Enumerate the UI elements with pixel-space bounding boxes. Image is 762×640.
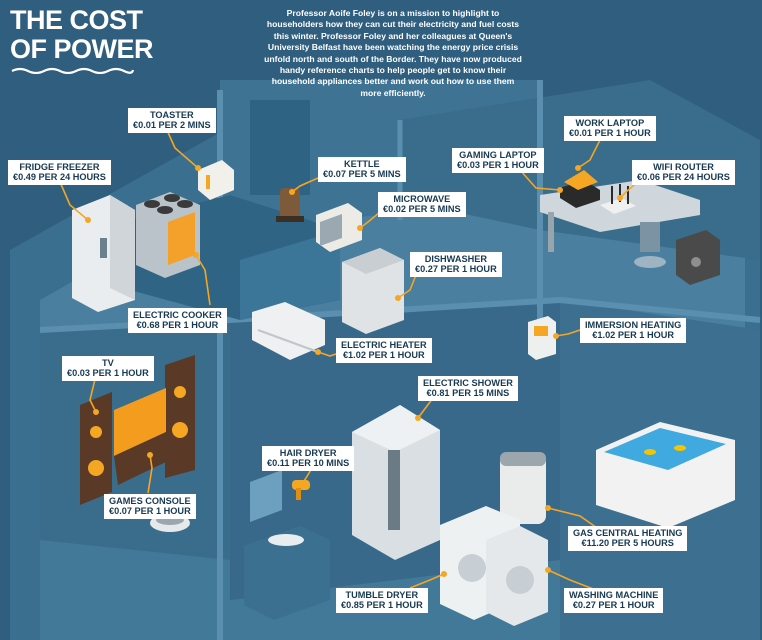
label-microwave-name: MICROWAVE [393, 194, 451, 204]
label-work-laptop-name: WORK LAPTOP [575, 118, 645, 128]
label-immersion-heating: IMMERSION HEATING €1.02 PER 1 HOUR [580, 318, 687, 343]
label-tumble-dryer-cost: €0.85 PER 1 HOUR [341, 600, 423, 611]
page-title: THE COST OF POWER [10, 5, 154, 64]
label-hair-dryer-name: HAIR DRYER [279, 448, 337, 458]
label-games-console-cost: €0.07 PER 1 HOUR [109, 506, 191, 517]
label-kettle-cost: €0.07 PER 5 MINS [323, 169, 401, 180]
label-tv-name: TV [101, 358, 114, 368]
dishwasher-illustration [342, 248, 404, 334]
label-washing-machine-cost: €0.27 PER 1 HOUR [572, 600, 655, 611]
electric-cooker-illustration [136, 192, 200, 278]
boiler-illustration [500, 452, 546, 524]
label-electric-heater-cost: €1.02 PER 1 HOUR [342, 350, 425, 361]
label-gaming-laptop-cost: €0.03 PER 1 HOUR [457, 160, 539, 171]
label-gaming-laptop: GAMING LAPTOP €0.03 PER 1 HOUR [452, 148, 544, 173]
kettle-illustration [276, 188, 304, 222]
tv-illustration [80, 355, 195, 505]
fridge-freezer-illustration [72, 195, 135, 312]
label-microwave-cost: €0.02 PER 5 MINS [383, 204, 461, 215]
label-wifi-router: WIFI ROUTER €0.06 PER 24 HOURS [632, 160, 735, 185]
label-electric-cooker-cost: €0.68 PER 1 HOUR [136, 320, 219, 331]
label-electric-shower: ELECTRIC SHOWER €0.81 PER 15 MINS [418, 376, 518, 401]
page-title-line-2: OF POWER [10, 34, 154, 64]
label-dishwasher-cost: €0.27 PER 1 HOUR [415, 264, 497, 275]
label-dishwasher-name: DISHWASHER [424, 254, 487, 264]
page-title-line-1: THE COST [10, 5, 143, 35]
label-electric-shower-cost: €0.81 PER 15 MINS [426, 388, 510, 399]
label-fridge-freezer-name: FRIDGE FREEZER [19, 162, 100, 172]
label-gaming-laptop-name: GAMING LAPTOP [459, 150, 537, 160]
label-kettle: KETTLE €0.07 PER 5 MINS [318, 157, 406, 182]
label-fridge-freezer-cost: €0.49 PER 24 HOURS [13, 172, 106, 183]
label-work-laptop: WORK LAPTOP €0.01 PER 1 HOUR [564, 116, 656, 141]
washing-machines-illustration [440, 506, 548, 626]
toaster-illustration [198, 160, 234, 200]
bathtub-illustration [596, 422, 735, 528]
label-leader-dots [85, 165, 623, 577]
bathroom-sink-illustration [244, 470, 330, 620]
label-games-console-name: GAMES CONSOLE [109, 496, 191, 506]
label-electric-cooker-name: ELECTRIC COOKER [133, 310, 222, 320]
label-wifi-router-name: WIFI ROUTER [653, 162, 714, 172]
microwave-illustration [316, 203, 362, 252]
label-kettle-name: KETTLE [343, 159, 380, 169]
label-immersion-heating-name: IMMERSION HEATING [585, 320, 682, 330]
label-wifi-router-cost: €0.06 PER 24 HOURS [637, 172, 730, 183]
label-work-laptop-cost: €0.01 PER 1 HOUR [569, 128, 651, 139]
label-leader-lines [59, 127, 641, 591]
label-hair-dryer-cost: €0.11 PER 10 MINS [267, 458, 350, 469]
label-tv-cost: €0.03 PER 1 HOUR [67, 368, 149, 379]
label-electric-shower-name: ELECTRIC SHOWER [423, 378, 513, 388]
label-washing-machine: WASHING MACHINE €0.27 PER 1 HOUR [564, 588, 664, 613]
label-gas-central-heating: GAS CENTRAL HEATING €11.20 PER 5 HOURS [568, 526, 688, 551]
label-immersion-heating-cost: €1.02 PER 1 HOUR [592, 330, 674, 341]
label-gas-central-heating-cost: €11.20 PER 5 HOURS [581, 538, 674, 549]
label-fridge-freezer: FRIDGE FREEZER €0.49 PER 24 HOURS [8, 160, 111, 185]
label-hair-dryer: HAIR DRYER €0.11 PER 10 MINS [262, 446, 355, 471]
label-toaster-name: TOASTER [149, 110, 194, 120]
electric-shower-illustration [352, 405, 440, 560]
label-toaster: TOASTER €0.01 PER 2 MINS [128, 108, 216, 133]
label-games-console: GAMES CONSOLE €0.07 PER 1 HOUR [104, 494, 196, 519]
label-electric-heater: ELECTRIC HEATER €1.02 PER 1 HOUR [336, 338, 432, 363]
label-electric-heater-name: ELECTRIC HEATER [341, 340, 427, 350]
label-toaster-cost: €0.01 PER 2 MINS [133, 120, 211, 131]
electric-heater-illustration [252, 302, 325, 360]
intro-paragraph: Professor Aoife Foley is on a mission to… [264, 8, 522, 98]
label-washing-machine-name: WASHING MACHINE [569, 590, 659, 600]
title-underline-squiggle [11, 67, 135, 74]
label-tumble-dryer: TUMBLE DRYER €0.85 PER 1 HOUR [336, 588, 428, 613]
label-tv: TV €0.03 PER 1 HOUR [62, 356, 154, 381]
immersion-thermostat-illustration [528, 316, 556, 360]
label-microwave: MICROWAVE €0.02 PER 5 MINS [378, 192, 466, 217]
label-electric-cooker: ELECTRIC COOKER €0.68 PER 1 HOUR [128, 308, 227, 333]
label-gas-central-heating-name: GAS CENTRAL HEATING [573, 528, 683, 538]
office-desk-illustration [540, 170, 720, 285]
label-tumble-dryer-name: TUMBLE DRYER [345, 590, 419, 600]
label-dishwasher: DISHWASHER €0.27 PER 1 HOUR [410, 252, 502, 277]
